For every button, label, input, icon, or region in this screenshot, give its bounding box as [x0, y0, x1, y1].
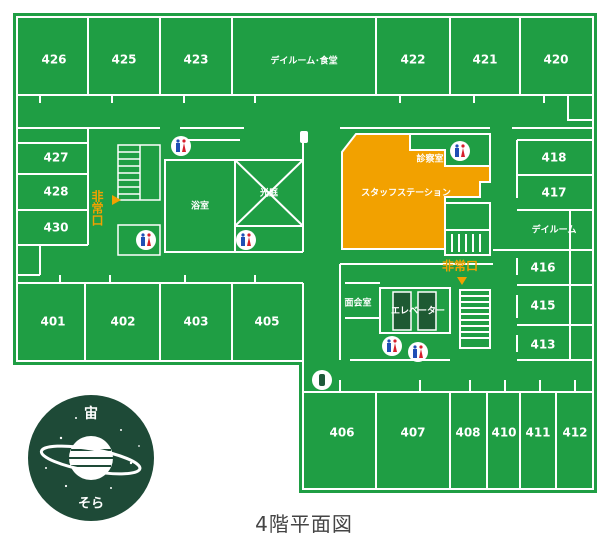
- elevator-car-2: [417, 291, 437, 331]
- restroom-icon: [236, 230, 256, 250]
- seal-kana: そら: [78, 497, 104, 512]
- right-center-walls: [339, 133, 493, 360]
- restroom-icon: [136, 230, 156, 250]
- room-dayroom: デイルーム: [532, 224, 577, 236]
- restroom-icon: [450, 141, 470, 161]
- restroom-icon: [382, 336, 402, 356]
- room-bath: 浴室: [191, 200, 209, 212]
- bottom-room-walls: [303, 380, 593, 489]
- phone-icon: [312, 370, 332, 390]
- room-417: 417: [541, 186, 566, 200]
- corridor-lines: [17, 95, 593, 129]
- room-410: 410: [491, 426, 516, 440]
- room-402: 402: [110, 315, 135, 329]
- room-421: 421: [472, 53, 497, 67]
- room-meeting: 面会室: [344, 297, 371, 309]
- exit-label-left: 非常口: [90, 189, 104, 227]
- room-428: 428: [43, 185, 68, 199]
- room-420: 420: [543, 53, 568, 67]
- fixture-marker: [300, 131, 308, 143]
- elevator-walls: [345, 282, 491, 361]
- room-407: 407: [400, 426, 425, 440]
- floor-inner-wall: [16, 16, 594, 490]
- staff-station-area: [341, 133, 491, 250]
- room-staff-station: スタッフステーション: [361, 187, 451, 199]
- room-412: 412: [562, 426, 587, 440]
- room-elevator: エレベーター: [391, 305, 445, 317]
- exit-label-right: 非常口: [442, 258, 478, 273]
- room-413: 413: [530, 338, 555, 352]
- left-stairs: [117, 144, 161, 256]
- room-exam: 診察室: [416, 153, 443, 165]
- room-lightwell: 光庭: [259, 187, 279, 199]
- center-walls: [164, 139, 304, 253]
- room-430: 430: [43, 221, 68, 235]
- right-room-walls: [493, 139, 593, 361]
- room-408: 408: [455, 426, 480, 440]
- sora-seal-logo: 宙 そら: [26, 393, 156, 523]
- room-418: 418: [541, 151, 566, 165]
- room-401: 401: [40, 315, 65, 329]
- room-425: 425: [111, 53, 136, 67]
- left-room-walls: [17, 128, 89, 276]
- room-403: 403: [183, 315, 208, 329]
- room-405: 405: [254, 315, 279, 329]
- emergency-exit-left: 非常口: [90, 189, 121, 227]
- room-426: 426: [41, 53, 66, 67]
- page-caption: 4階平面図: [255, 512, 353, 536]
- saturn-icon: [39, 436, 142, 480]
- room-423: 423: [183, 53, 208, 67]
- floor-outline: [11, 11, 599, 495]
- exit-arrow-right-icon: [457, 277, 467, 285]
- restroom-icon: [171, 136, 191, 156]
- restroom-icon: [408, 342, 428, 362]
- lower-left-walls: [17, 275, 304, 361]
- room-416: 416: [530, 261, 555, 275]
- room-427: 427: [43, 151, 68, 165]
- room-406: 406: [329, 426, 354, 440]
- emergency-exit-right: 非常口: [442, 258, 478, 285]
- seal-kanji: 宙: [84, 405, 98, 422]
- exit-arrow-left-icon: [112, 195, 121, 205]
- room-411: 411: [525, 426, 550, 440]
- room-dayroom-dining: デイルーム･食堂: [270, 55, 337, 67]
- elevator-car-1: [392, 291, 412, 331]
- room-415: 415: [530, 299, 555, 313]
- room-422: 422: [400, 53, 425, 67]
